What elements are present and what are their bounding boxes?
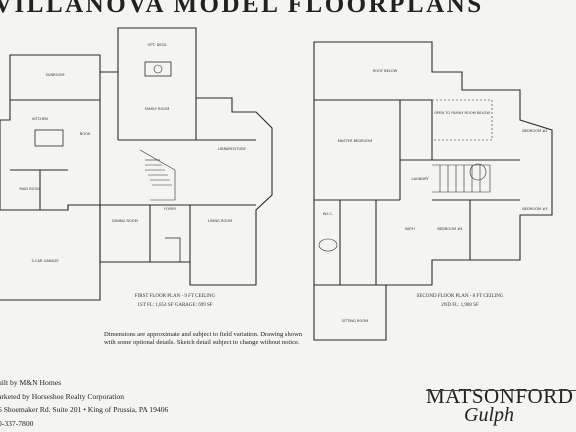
builder-credits: uilt by M&N Homes arketed by Horseshoe R…	[0, 376, 168, 430]
room-label-bedroom4: BEDROOM #4	[437, 227, 463, 231]
room-label-bedroom3: BEDROOM #3	[522, 207, 547, 211]
second-floor-area: 2ND FL: 1,900 SF	[441, 303, 479, 308]
logo-rule	[426, 390, 576, 391]
room-label-sunroom: SUNROOM	[46, 73, 65, 77]
logo-subtitle: Gulph	[464, 404, 514, 426]
room-label-deck: OPT. DECK	[148, 43, 168, 47]
room-label-living: LIVING ROOM	[208, 219, 232, 223]
disclaimer-text: Dimensions are approximate and subject t…	[104, 331, 303, 347]
room-label-study: LIBRARY/STUDY	[218, 147, 247, 151]
first-floor-outline	[0, 27, 273, 286]
community-logo: MATSONFORD Gulph	[426, 384, 576, 427]
room-label-dining: DINING ROOM	[112, 219, 137, 223]
room-label-roof-below: ROOF BELOW	[373, 69, 398, 73]
room-label-mud-room: MUD ROOM	[20, 187, 41, 191]
room-label-garage: 3-CAR GARAGE	[31, 259, 59, 263]
garage-outline	[0, 204, 101, 301]
page-title: VILLANOVA MODEL FLOORPLANS	[0, 0, 484, 18]
room-label-wic: W.I.C.	[323, 212, 333, 216]
first-floor-caption: FIRST FLOOR PLAN - 9 FT CEILING	[135, 294, 216, 299]
credit-line-phone: 0-337-7800	[0, 418, 34, 428]
credit-line-builder: uilt by M&N Homes	[0, 378, 62, 387]
second-floor-outline	[313, 41, 553, 341]
room-label-kitchen: KITCHEN	[32, 117, 48, 121]
room-label-bath: BATH	[405, 227, 415, 231]
room-label-sitting: SITTING ROOM	[342, 319, 369, 323]
room-label-bedroom2: BEDROOM #2	[522, 129, 547, 133]
logo-name: MATSONFORD	[426, 384, 574, 408]
room-label-laundry: LAUNDRY	[411, 177, 429, 181]
room-label-family-room: FAMILY ROOM	[145, 107, 169, 111]
room-label-open-below: OPEN TO FAMILY ROOM BELOW	[434, 111, 490, 115]
credit-line-marketer: arketed by Horseshoe Realty Corporation	[0, 391, 125, 401]
room-label-master: MASTER BEDROOM	[338, 139, 373, 143]
credit-line-address: 5 Shoemaker Rd. Suite 201 • King of Prus…	[0, 405, 169, 414]
room-label-foyer: FOYER	[164, 207, 176, 211]
second-floor-caption: SECOND FLOOR PLAN - 8 FT CEILING	[417, 294, 504, 299]
room-label-nook: NOOK	[80, 132, 91, 136]
first-floor-area: 1ST FL: 1,854 SF GARAGE: 699 SF	[137, 303, 212, 308]
